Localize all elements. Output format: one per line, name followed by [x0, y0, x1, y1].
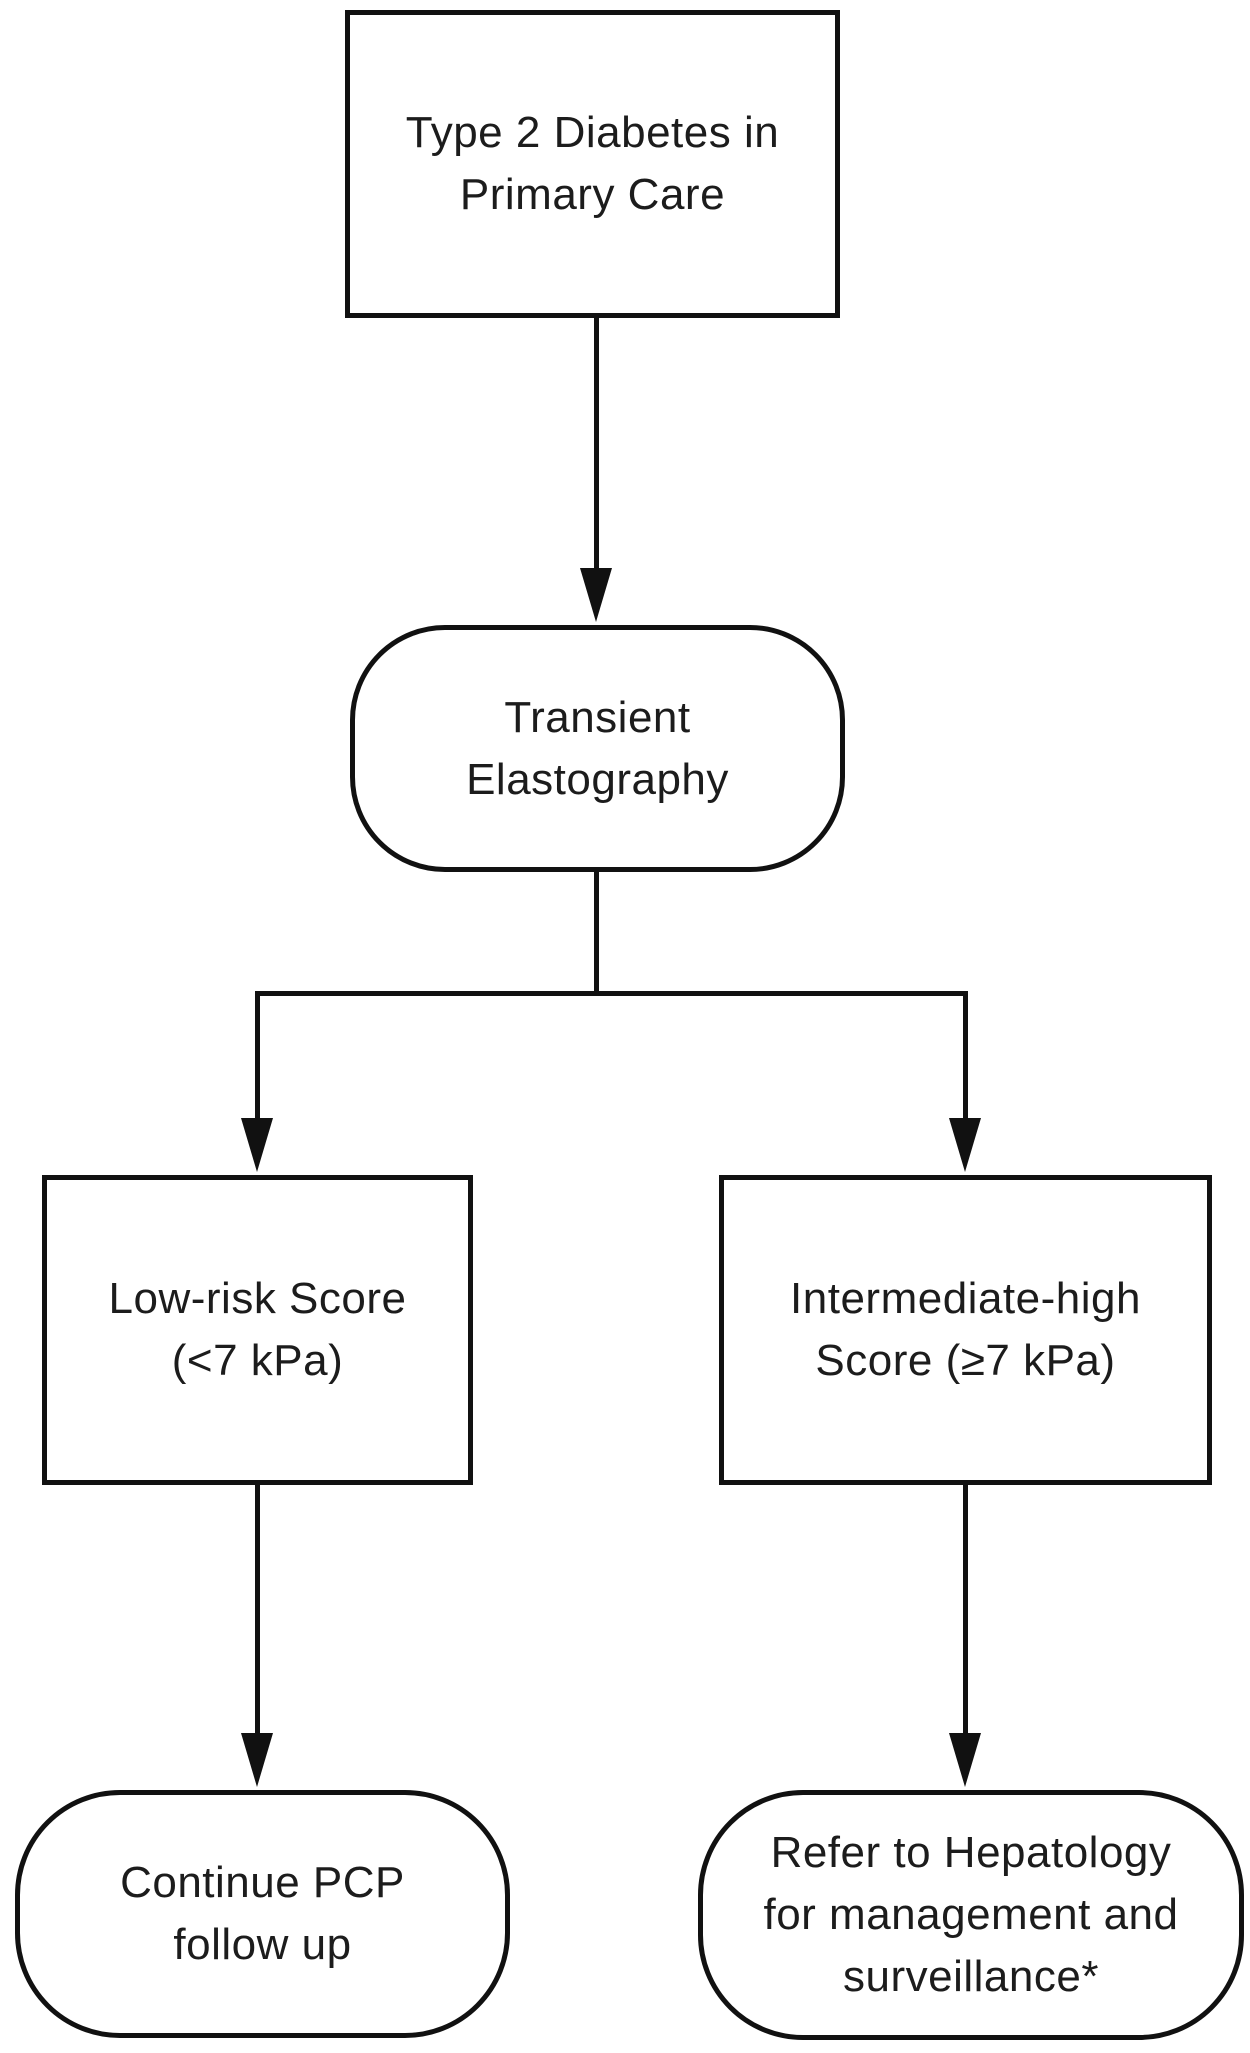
node-intermediate-high-score: Intermediate-high Score (≥7 kPa)	[719, 1175, 1212, 1485]
node-label: Low-risk Score (<7 kPa)	[109, 1268, 407, 1392]
node-label: Type 2 Diabetes in Primary Care	[406, 102, 779, 226]
label-line: (<7 kPa)	[171, 1336, 344, 1385]
node-label: Refer to Hepatology for management and s…	[763, 1822, 1178, 2008]
edge-branch-horizontal	[255, 991, 967, 996]
label-line: for management and	[763, 1890, 1179, 1939]
edge-start-to-elastography	[594, 318, 599, 572]
label-line: follow up	[173, 1920, 352, 1969]
label-line: Primary Care	[459, 170, 726, 219]
node-type2-diabetes: Type 2 Diabetes in Primary Care	[345, 10, 840, 318]
edge-low-risk-to-continue-pcp	[255, 1485, 260, 1737]
arrow-down-icon	[949, 1118, 981, 1172]
label-line: Score (≥7 kPa)	[815, 1336, 1116, 1385]
label-line: Continue PCP	[120, 1858, 405, 1907]
node-refer-hepatology: Refer to Hepatology for management and s…	[698, 1790, 1244, 2040]
arrow-down-icon	[949, 1733, 981, 1787]
node-transient-elastography: Transient Elastography	[350, 625, 845, 872]
node-low-risk-score: Low-risk Score (<7 kPa)	[42, 1175, 473, 1485]
arrow-down-icon	[241, 1733, 273, 1787]
edge-intermediate-to-hepatology	[963, 1485, 968, 1737]
label-line: Transient	[504, 692, 691, 742]
node-label: Continue PCP follow up	[120, 1852, 405, 1976]
edge-branch-to-low-risk	[255, 991, 260, 1123]
node-label: Transient Elastography	[466, 687, 729, 811]
label-line: Elastography	[466, 754, 729, 804]
label-line: Type 2 Diabetes in	[405, 108, 780, 157]
label-line: surveillance*	[843, 1952, 1099, 2001]
node-label: Intermediate-high Score (≥7 kPa)	[790, 1268, 1141, 1392]
label-line: Intermediate-high	[790, 1274, 1141, 1323]
node-continue-pcp-follow-up: Continue PCP follow up	[15, 1790, 510, 2038]
label-line: Low-risk Score	[108, 1274, 407, 1323]
arrow-down-icon	[580, 568, 612, 622]
arrow-down-icon	[241, 1118, 273, 1172]
label-line: Refer to Hepatology	[770, 1828, 1172, 1877]
edge-elastography-stem	[594, 872, 599, 995]
edge-branch-to-intermediate-high	[963, 991, 968, 1123]
